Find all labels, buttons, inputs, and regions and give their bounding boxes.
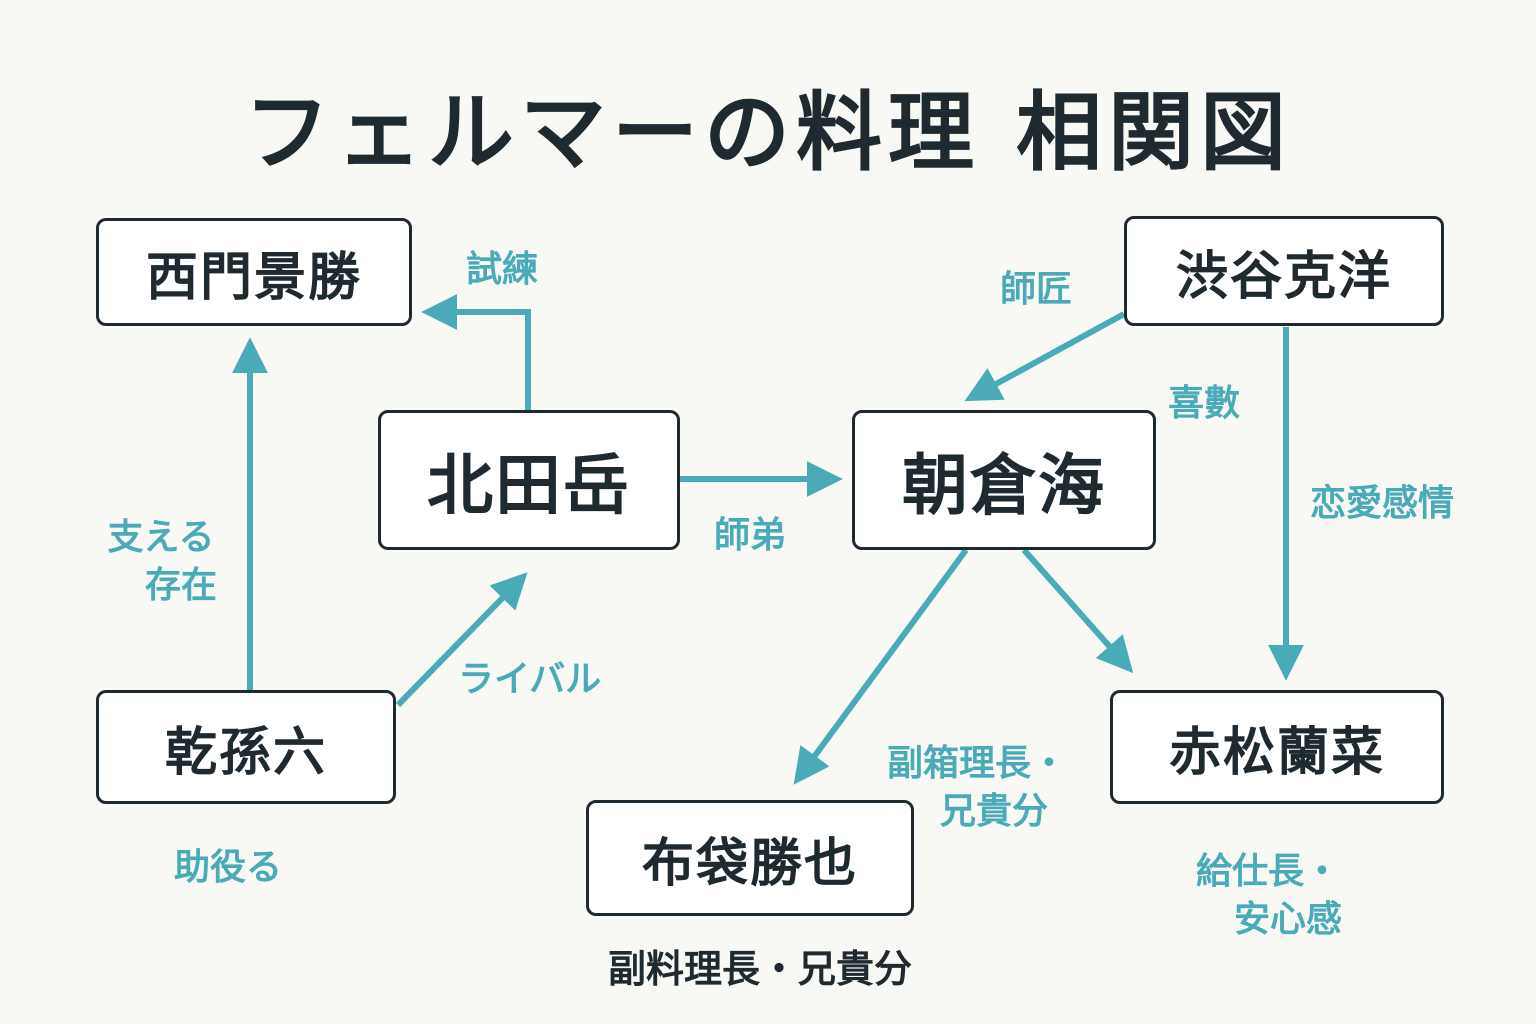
label-sasaeru: 支える 存在: [86, 514, 236, 610]
label-sasaeru-line1: 支える: [107, 517, 215, 558]
node-shibuya: 渋谷克洋: [1124, 216, 1444, 326]
label-renai: 恋愛感情: [1310, 483, 1455, 524]
node-kitada: 北田岳: [378, 410, 680, 550]
label-shitei: 師弟: [714, 515, 787, 556]
label-shisho: 師匠: [1000, 269, 1073, 310]
arrow-inui-to-kitada: [395, 572, 528, 708]
label-kyujicho-line1: 給仕長・: [1195, 851, 1340, 892]
label-rival: ライバル: [458, 659, 602, 700]
arrow-kitada-to-nishikado: [421, 294, 531, 410]
label-sasaeru-line2: 存在: [144, 565, 217, 606]
node-asakura: 朝倉海: [852, 410, 1156, 550]
node-akamatsu: 赤松蘭菜: [1110, 690, 1444, 804]
label-tasuyaku: 助役る: [174, 847, 283, 888]
arrow-shibuya-to-asakura: [964, 311, 1126, 402]
label-fukusokuri: 副箱理長・ 兄貴分: [862, 740, 1092, 836]
label-fukusokuri-line2: 兄貴分: [939, 791, 1048, 832]
label-kyujicho: 給仕長・ 安心感: [1168, 848, 1368, 944]
arrow-asakura-to-akamatsu: [1021, 548, 1134, 674]
label-kyujicho-line2: 安心感: [1233, 899, 1342, 940]
caption-hotei: 副料理長・兄貴分: [607, 947, 912, 991]
arrow-asakura-to-hotei: [793, 548, 969, 785]
node-inui: 乾孫六: [96, 690, 396, 804]
page-title: フェルマーの料理 相関図: [244, 83, 1292, 183]
label-shiren: 試練: [466, 249, 539, 290]
label-kibu: 喜數: [1168, 383, 1241, 424]
node-hotei: 布袋勝也: [586, 800, 914, 916]
label-fukusokuri-line1: 副箱理長・: [886, 743, 1067, 784]
node-nishikado: 西門景勝: [96, 218, 412, 326]
